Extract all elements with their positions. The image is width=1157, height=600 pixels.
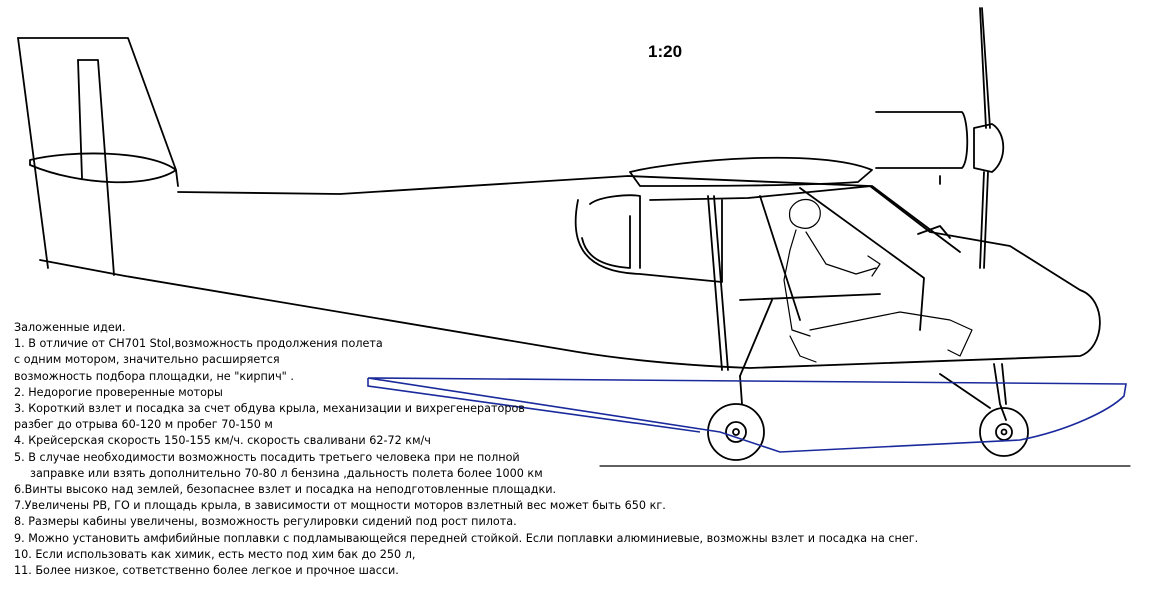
note-line: 1. В отличие от CH701 Stol,возможность п… — [14, 337, 383, 351]
engine-nacelle — [875, 111, 969, 185]
main-wheel — [707, 403, 765, 461]
design-notes: Заложенные идеи. 1. В отличие от CH701 S… — [14, 320, 1144, 579]
note-line: 6.Винты высоко над землей, безопаснее вз… — [14, 483, 557, 497]
note-line: 7.Увеличены РВ, ГО и площадь крыла, в за… — [14, 499, 666, 513]
note-line: 11. Более низкое, сответственно более ле… — [14, 564, 399, 578]
note-line: разбег до отрыва 60-120 м пробег 70-150 … — [14, 418, 273, 432]
note-line: 5. В случае необходимости возможность по… — [14, 450, 520, 464]
vertical-tail — [17, 37, 179, 276]
fuselage — [39, 175, 1101, 369]
note-line: возможность подбора площадки, не "кирпич… — [14, 369, 294, 383]
note-line: 4. Крейсерская скорость 150-155 км/ч. ск… — [14, 434, 431, 448]
notes-heading: Заложенные идеи. — [14, 321, 126, 334]
propeller — [973, 7, 1005, 269]
wing — [629, 156, 873, 187]
note-line: 3. Короткий взлет и посадка за счет обду… — [14, 402, 525, 416]
note-line: с одним мотором, значительно расширяется — [14, 353, 280, 367]
scale-label: 1:20 — [648, 42, 683, 61]
note-line: 2. Недорогие проверенные моторы — [14, 385, 223, 399]
cockpit-frame — [649, 185, 961, 371]
amphibian-float-outline — [367, 377, 1127, 453]
note-line: 8. Размеры кабины увеличены, возможность… — [14, 515, 517, 529]
note-line: 10. Если использовать как химик, есть ме… — [14, 547, 416, 561]
note-line: заправке или взять дополнительно 70-80 л… — [30, 466, 543, 480]
horizontal-stabilizer — [29, 152, 177, 184]
nose-landing-gear — [939, 363, 1029, 457]
note-line: 9. Можно установить амфибийные поплавки … — [14, 531, 919, 545]
pilot-figure — [783, 198, 973, 363]
nose-wheel — [979, 407, 1029, 457]
propeller-spinner — [973, 123, 1005, 173]
